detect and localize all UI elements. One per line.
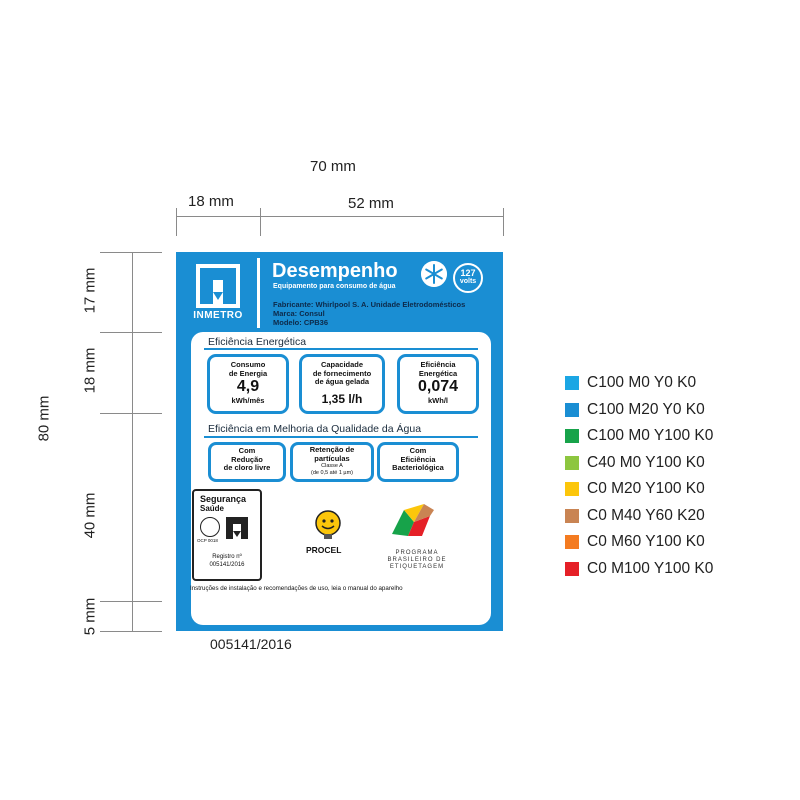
energy-consumption-unit: kWh/mês: [231, 396, 265, 405]
chlorine-line-2: Redução: [231, 454, 263, 464]
energy-section-rule: [204, 348, 478, 350]
energy-consumption-label-1: Consumo: [230, 360, 266, 369]
program-line-1: PROGRAMA: [395, 550, 439, 556]
procel-mascot-icon: [315, 510, 341, 539]
efficiency-value: 0,074: [417, 378, 459, 395]
bacteriological-box: Com Eficiência Bacteriológica: [377, 442, 459, 482]
bacterio-line-3: Bacteriológica: [392, 463, 444, 472]
height-18-label: 18 mm: [81, 347, 99, 394]
color-swatch: [565, 535, 579, 549]
height-17-label: 17 mm: [81, 267, 99, 314]
brand-text: Marca: Consul: [273, 309, 325, 318]
capacity-label-2: de fornecimento: [312, 368, 372, 378]
color-code-label: C100 M20 Y0 K0: [587, 400, 705, 418]
energy-consumption-label-2: de Energia: [228, 368, 268, 378]
color-code-label: C100 M0 Y100 K0: [587, 427, 714, 444]
color-swatch: [565, 429, 579, 443]
dim-line-vertical-outer: [132, 252, 133, 632]
color-swatch: [565, 376, 579, 390]
total-width-label: 70 mm: [310, 158, 356, 175]
color-swatch: [565, 561, 579, 576]
dim-tick-right: [503, 208, 504, 236]
registration-number-below: 005141/2016: [210, 636, 292, 652]
registration-label: Registro nº: [212, 554, 242, 560]
color-swatch: [565, 482, 579, 496]
energy-efficiency-box: Eficiência Energética 0,074 kWh/l: [397, 354, 479, 414]
label-footer-note: Instruções de instalação e recomendações…: [190, 585, 403, 592]
dim-tick-17: [100, 332, 162, 333]
dim-tick-mid: [260, 208, 261, 236]
model-text: Modelo: CPB36: [273, 318, 329, 327]
manufacturer-text: Fabricante: Whirlpool S. A. Unidade Elet…: [273, 300, 466, 309]
chlorine-reduction-box: Com Redução de cloro livre: [208, 442, 286, 482]
color-code-label: C0 M100 Y100 K0: [587, 559, 714, 577]
efficiency-unit: kWh/l: [428, 396, 448, 405]
quality-section-rule: [204, 436, 478, 438]
chlorine-line-1: Com: [238, 446, 256, 455]
bacterio-line-2: Eficiência: [400, 454, 436, 464]
left-width-label: 18 mm: [188, 193, 234, 210]
inmetro-logo-icon: [196, 264, 240, 308]
inmetro-small-logo-icon: [226, 517, 248, 539]
total-height-label: 80 mm: [35, 395, 53, 442]
chlorine-line-3: de cloro livre: [223, 463, 271, 472]
strip-divider: [257, 258, 260, 328]
height-5-label: 5 mm: [81, 597, 99, 636]
dim-tick-40: [100, 601, 162, 602]
capacity-label-1: Capacidade: [320, 360, 364, 369]
registration-number: 005141/2016: [209, 562, 245, 568]
color-swatch: [565, 455, 579, 470]
color-code-label: C0 M20 Y100 K0: [587, 480, 705, 497]
voltage-unit: volts: [459, 278, 477, 285]
efficiency-label-1: Eficiência: [420, 360, 456, 369]
dim-tick-top: [100, 252, 162, 253]
safety-title: Segurança: [200, 494, 247, 504]
right-width-label: 52 mm: [348, 195, 394, 212]
particle-range: (de 0,5 até 1 µm): [311, 469, 353, 476]
inmetro-wordmark: INMETRO: [193, 310, 243, 321]
dim-tick-left: [176, 208, 177, 236]
height-40-label: 40 mm: [81, 492, 99, 539]
ocp-code: OCP 0018: [197, 538, 218, 543]
efficiency-label-2: Energética: [418, 368, 458, 378]
capacity-value: 1,35 l/h: [321, 391, 363, 406]
program-line-2: BRASILEIRO DE: [387, 557, 447, 563]
energy-section-title: Eficiência Energética: [208, 336, 307, 348]
voltage-badge: 127 volts: [453, 263, 483, 293]
particle-class: Classe A: [321, 463, 343, 469]
program-line-3: ETIQUETAGEM: [389, 564, 445, 570]
safety-certification-box: Segurança Saúde OCP 0018 Registro nº 005…: [192, 489, 262, 581]
certification-seal-icon: [200, 517, 220, 537]
particle-line-1: Retenção de: [309, 445, 355, 454]
color-code-label: C0 M40 Y60 K20: [587, 506, 705, 524]
energy-consumption-value: 4,9: [236, 378, 260, 395]
safety-subtitle: Saúde: [200, 504, 225, 513]
color-swatch: [565, 508, 579, 523]
quality-section-title: Eficiência em Melhoria da Qualidade da Á…: [208, 423, 422, 435]
snowflake-icon: [421, 261, 447, 287]
color-code-label: C100 M0 Y0 K0: [587, 374, 697, 391]
energy-consumption-box: Consumo de Energia 4,9 kWh/mês: [207, 354, 289, 414]
voltage-value: 127: [460, 268, 476, 278]
particle-retention-box: Retenção de partículas Classe A (de 0,5 …: [290, 442, 374, 482]
label-subtitle: Equipamento para consumo de água: [273, 283, 396, 290]
label-title: Desempenho: [272, 260, 398, 282]
inmetro-strip: INMETRO: [176, 252, 260, 332]
energy-label: INMETRO Desempenho Equipamento para cons…: [176, 252, 503, 631]
pbe-program-logo-icon: [392, 504, 434, 536]
dim-line-horizontal: [176, 216, 504, 217]
color-code-label: C0 M60 Y100 K0: [587, 533, 705, 550]
color-swatch: [565, 402, 579, 417]
label-white-panel: Eficiência Energética Consumo de Energia…: [191, 332, 491, 625]
bacterio-line-1: Com: [409, 446, 427, 455]
cold-water-capacity-box: Capacidade de fornecimento de água gelad…: [299, 354, 385, 414]
dim-tick-18: [100, 413, 162, 414]
procel-wordmark: PROCEL: [306, 545, 342, 555]
color-code-label: C40 M0 Y100 K0: [587, 453, 705, 471]
particle-line-2: partículas: [314, 453, 350, 463]
capacity-label-3: de água gelada: [314, 377, 370, 386]
dim-tick-bottom: [100, 631, 162, 632]
